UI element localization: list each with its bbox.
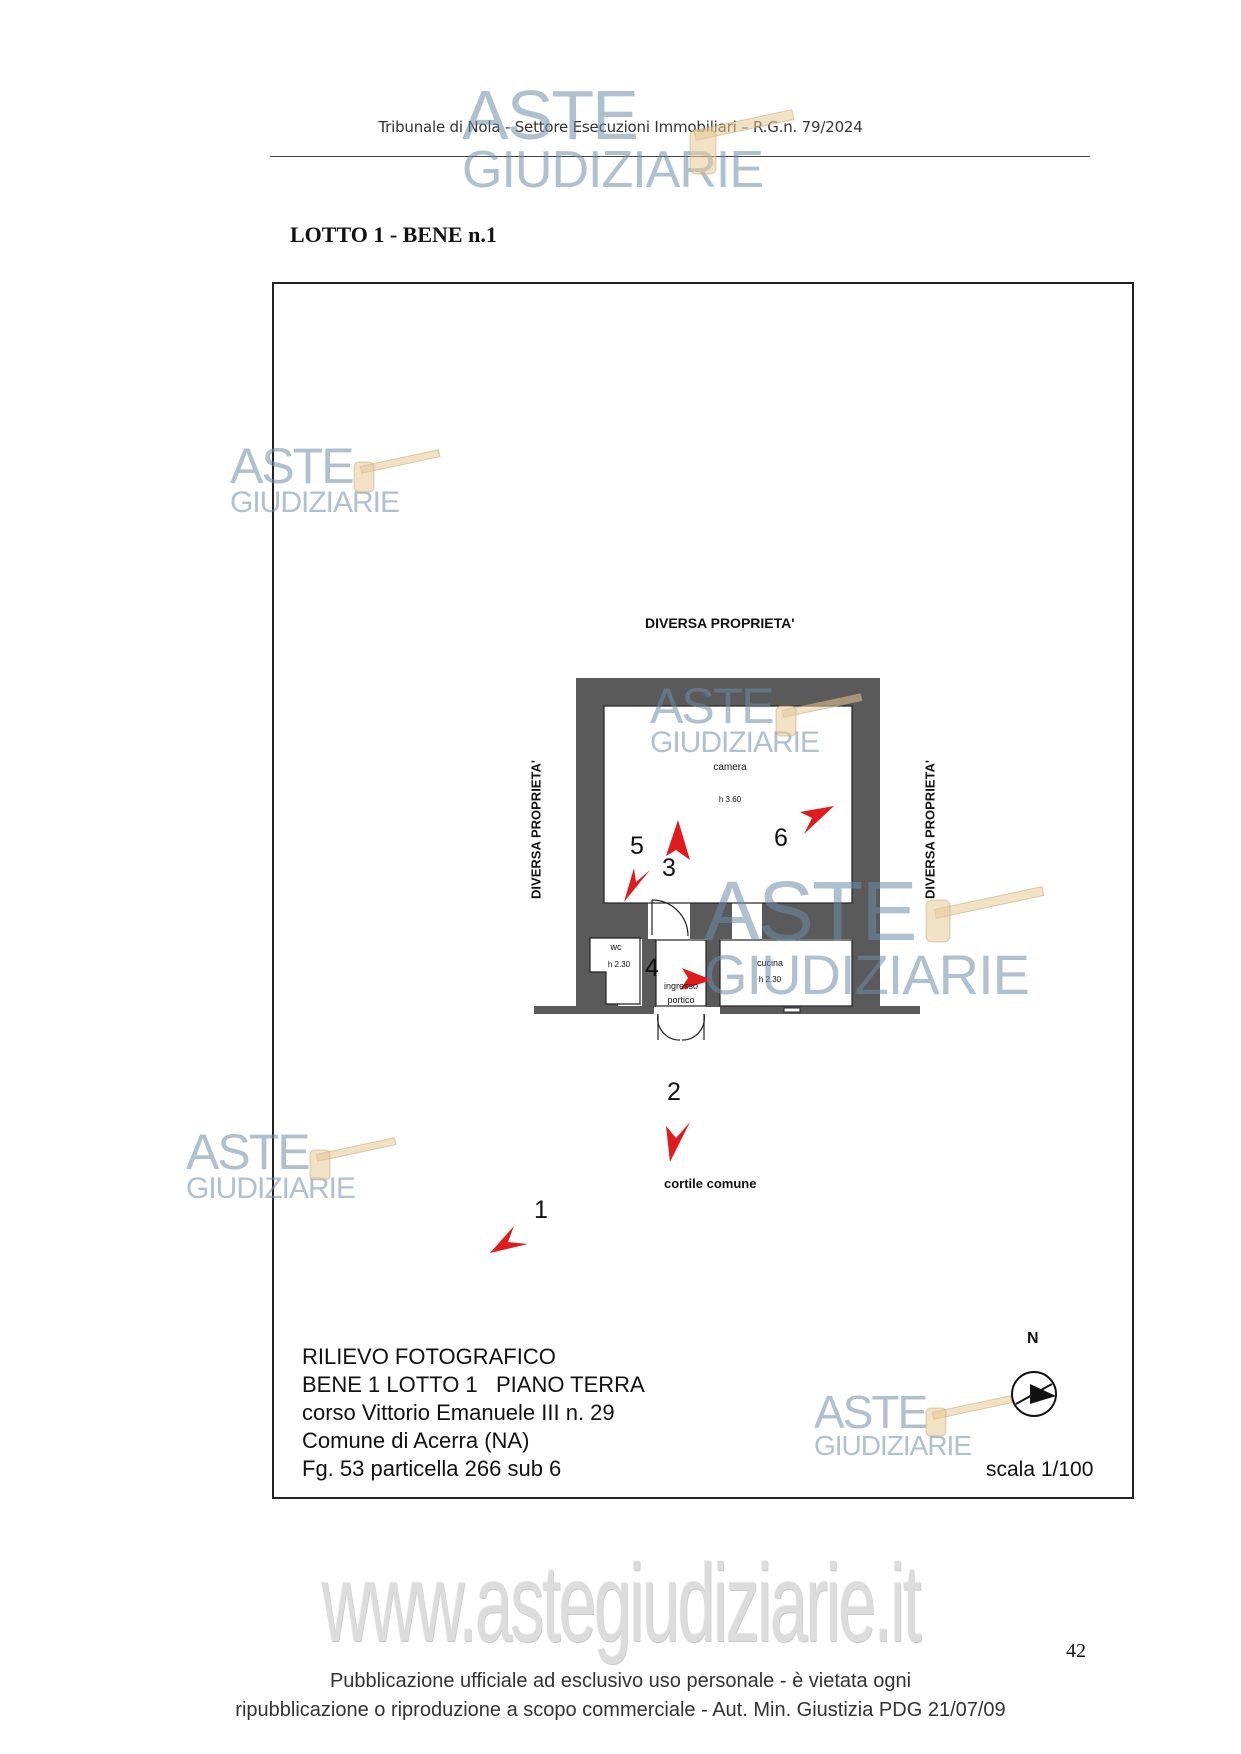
window-cucina <box>783 1007 801 1013</box>
arrow-6 <box>800 806 834 834</box>
room-wc-height: h 2.30 <box>607 960 631 969</box>
arrow-4 <box>680 968 712 990</box>
room-camera-height: h 3.60 <box>718 795 742 804</box>
watermark-left-upper: ASTE GIUDIZIARIE <box>230 438 400 519</box>
photo-point-2: 2 <box>667 1078 681 1106</box>
lotto-title: LOTTO 1 - BENE n.1 <box>290 222 497 247</box>
info-address: corso Vittorio Emanuele III n. 29 <box>302 1400 615 1425</box>
room-cucina-outline <box>719 939 853 1007</box>
arrow-5 <box>624 868 650 902</box>
arrow-1 <box>490 1226 528 1253</box>
room-cucina-name: cucina <box>756 958 783 968</box>
room-portico-name: portico <box>667 995 695 1005</box>
photo-point-3: 3 <box>662 854 676 882</box>
label-cortile-comune: cortile comune <box>664 1176 757 1191</box>
watermark-plan-right: ASTE GIUDIZIARIE <box>704 864 1030 1006</box>
watermark-left-lower-line1: ASTE <box>186 1124 311 1180</box>
room-cucina-height: h 2.30 <box>758 975 782 984</box>
gavel-icon <box>925 886 1045 943</box>
door-camera <box>651 899 689 937</box>
info-bene-lotto: BENE 1 LOTTO 1 PIANO TERRA <box>302 1372 645 1397</box>
info-comune: Comune di Acerra (NA) <box>302 1428 530 1453</box>
header-divider <box>270 156 1090 157</box>
watermark-plan-right-line1: ASTE <box>704 864 917 958</box>
gavel-icon <box>309 1137 397 1181</box>
plan-scale: scala 1/100 <box>986 1458 1094 1481</box>
watermark-bottom-right-line1: ASTE <box>814 1386 928 1438</box>
site-watermark: www.astegiudiziarie.it <box>321 1542 922 1665</box>
watermark-left-upper-line1: ASTE <box>230 438 355 494</box>
photo-point-5: 5 <box>630 832 644 860</box>
watermark-plan-right-line2: GIUDIZIARIE <box>704 942 1030 1006</box>
photo-point-4: 4 <box>645 954 659 982</box>
room-ingresso-outline <box>655 939 707 1007</box>
page-number: 42 <box>1066 1640 1086 1662</box>
watermark-bottom-right-line2: GIUDIZIARIE <box>814 1430 972 1462</box>
info-catasto: Fg. 53 particella 266 sub 6 <box>302 1456 562 1481</box>
arrow-2 <box>666 1122 690 1162</box>
watermark-left-upper-line2: GIUDIZIARIE <box>230 486 400 519</box>
room-wc-outline <box>589 937 641 1005</box>
gavel-icon <box>353 449 441 493</box>
watermark-bottom-right: ASTE GIUDIZIARIE <box>814 1386 972 1462</box>
door-entrance <box>657 1013 705 1041</box>
arrow-3 <box>666 820 690 860</box>
room-wc-name: wc <box>610 942 622 952</box>
footer-line-1: Pubblicazione ufficiale ad esclusivo uso… <box>329 1670 912 1692</box>
gavel-icon <box>689 109 795 175</box>
north-compass-icon <box>1011 1371 1057 1417</box>
footer-line-2: ripubblicazione o riproduzione a scopo c… <box>235 1699 1006 1721</box>
floor-plan-frame <box>272 282 1134 1499</box>
room-camera-name: camera <box>713 762 747 773</box>
north-label: N <box>1027 1330 1039 1347</box>
gavel-icon <box>925 1395 1013 1437</box>
gavel-icon <box>775 693 863 737</box>
watermark-plan-camera-line1: ASTE <box>650 678 775 734</box>
photo-point-6: 6 <box>774 824 788 852</box>
room-camera-outline <box>603 705 853 904</box>
label-diversa-proprieta-top: DIVERSA PROPRIETA' <box>645 615 795 631</box>
room-ingresso-name: ingresso <box>663 981 699 991</box>
info-title: RILIEVO FOTOGRAFICO <box>302 1344 556 1369</box>
photo-arrows <box>490 806 834 1253</box>
watermark-top-line1: ASTE <box>462 76 639 154</box>
photo-point-1: 1 <box>534 1196 548 1224</box>
